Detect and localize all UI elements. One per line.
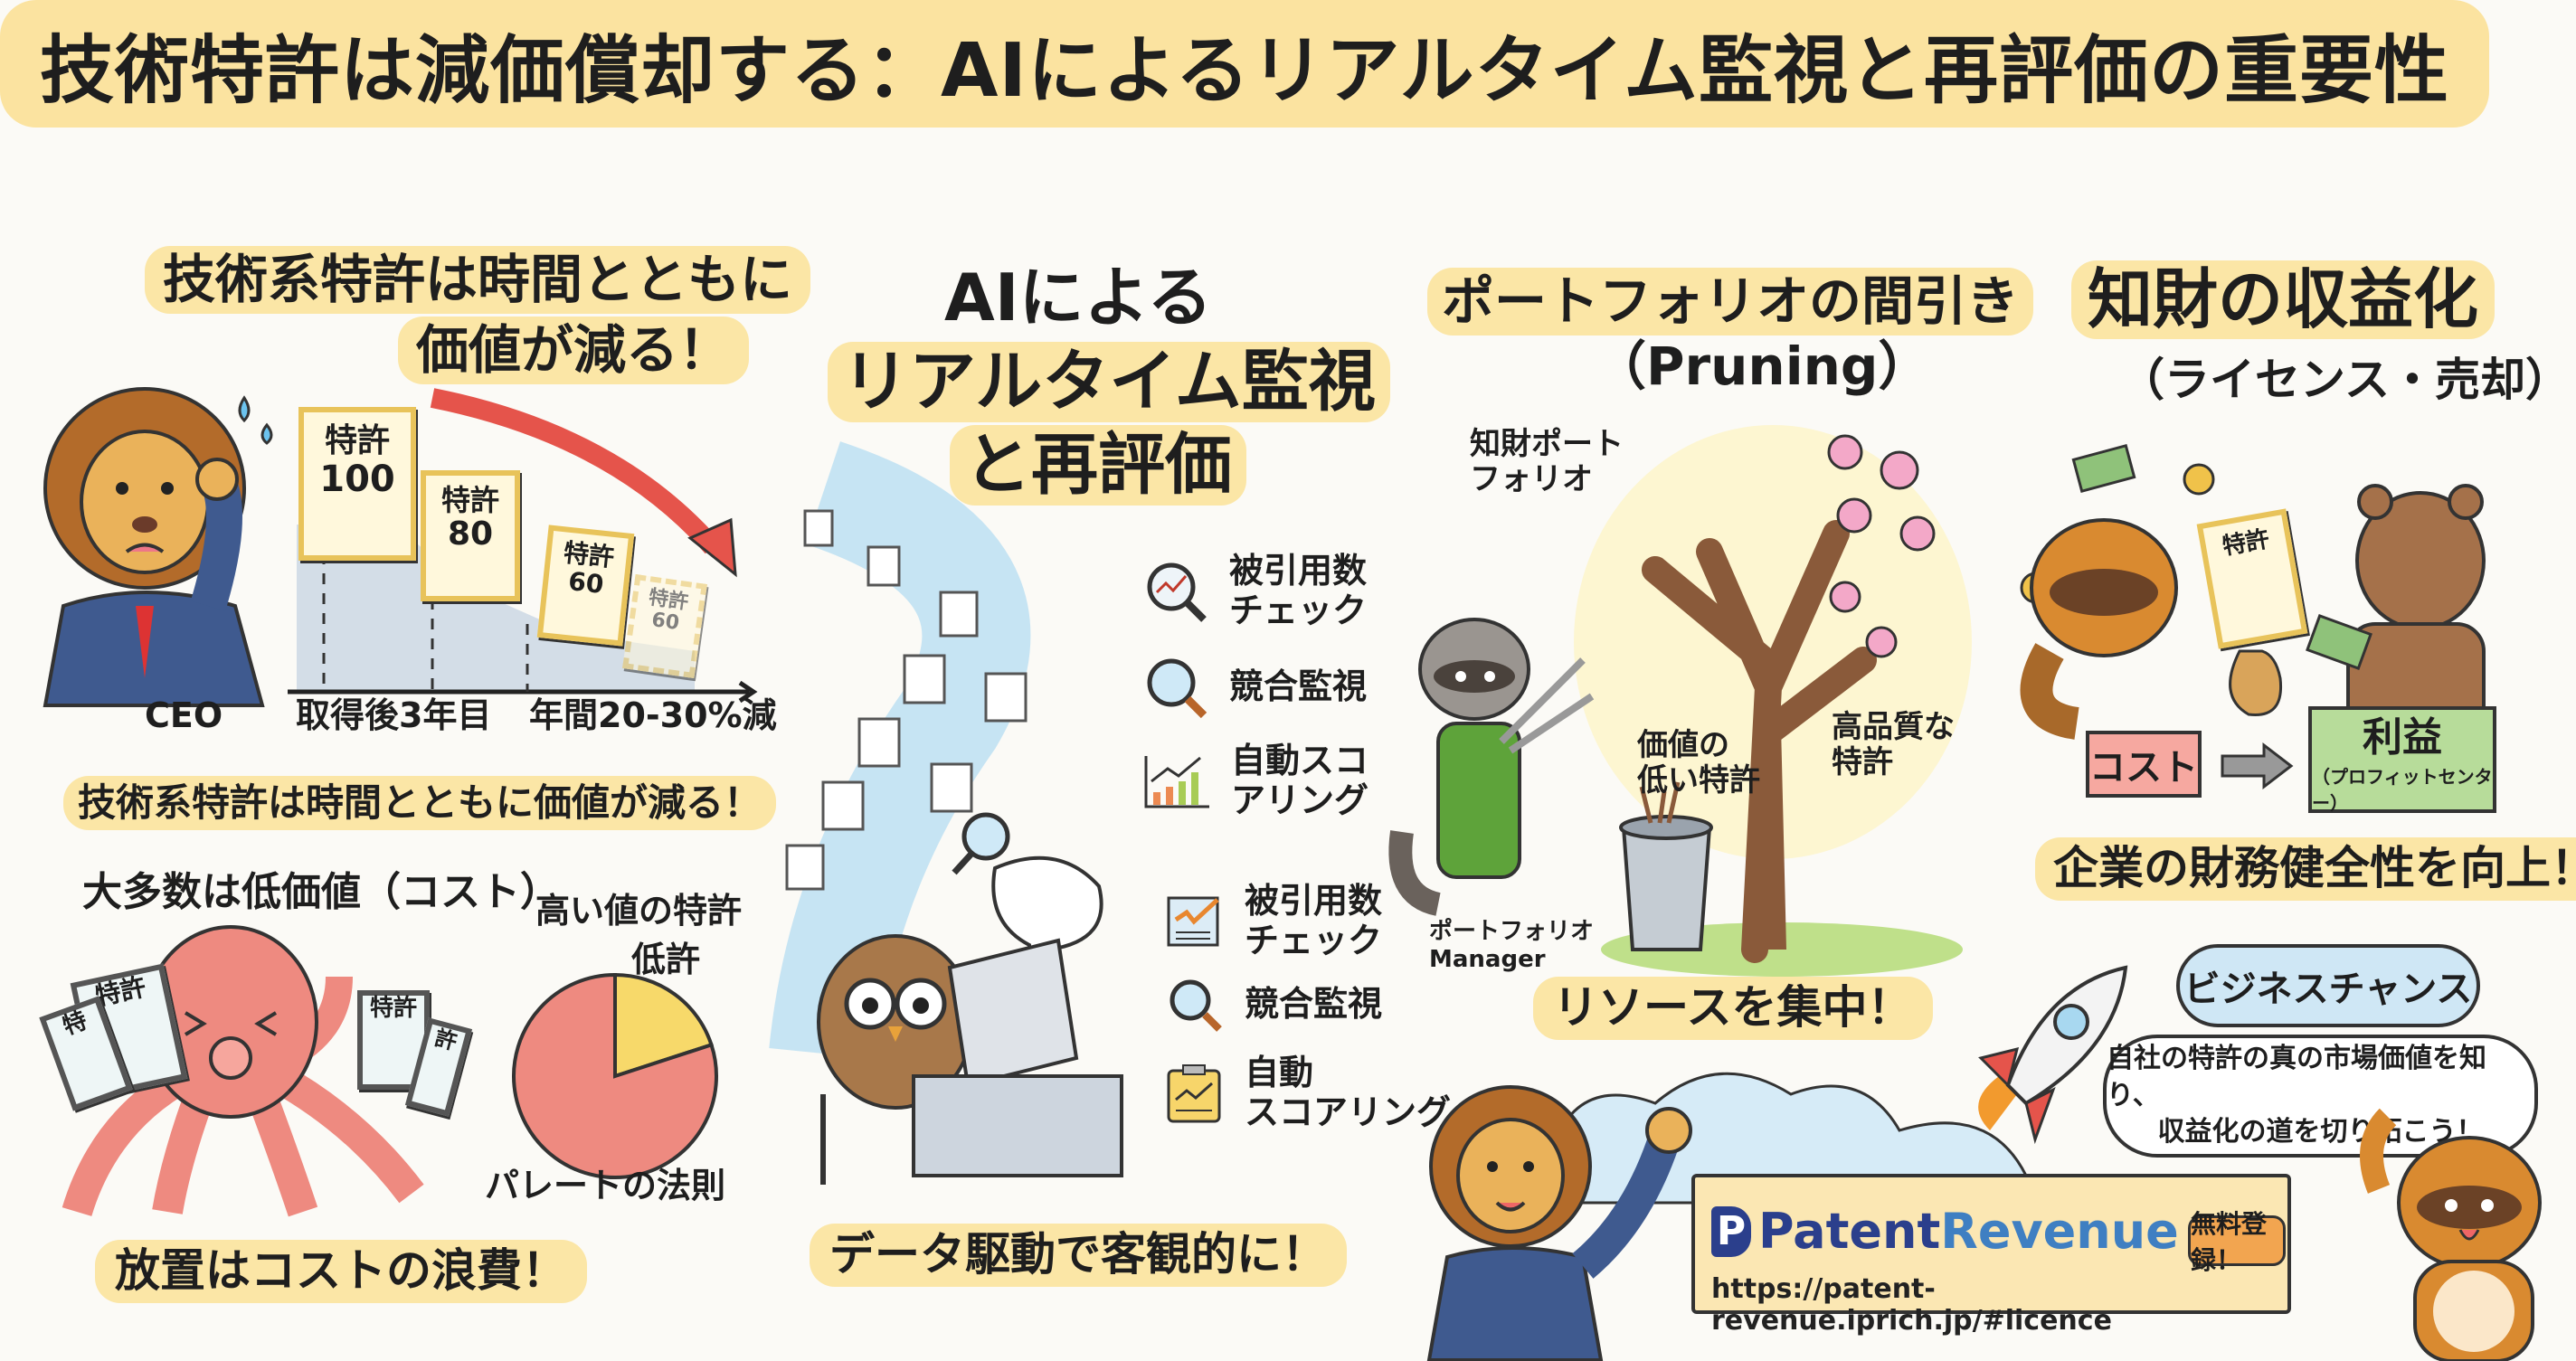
pareto-heading: 大多数は低価値（コスト） [82,870,560,916]
patentrevenue-banner[interactable]: P PatentRevenue 無料登録！ https://patent-rev… [1691,1174,2291,1314]
report-chart-icon [1167,896,1223,947]
feature-label: アリング [1231,781,1368,821]
lion-ceo-illustration [27,380,298,705]
label-high-quality-patents: 高品質な 特許 [1832,710,1955,780]
lion-waving-illustration [1402,1085,1700,1360]
feature-label: 競合監視 [1229,667,1367,707]
cost-box: コスト [2086,731,2202,798]
feature-citation-check-bottom: 被引用数チェック [1167,882,1382,960]
feature-label: 被引用数 [1229,552,1367,591]
pruning-subheading: （Pruning） [1594,336,1930,397]
magnifier-icon [1167,977,1223,1033]
clipboard-chart-icon [1167,1063,1223,1123]
patent-certificate-faded: 特許 60 [622,574,707,678]
banknote-icon [2073,446,2134,491]
feature-label: 競合監視 [1245,985,1382,1025]
profit-label: 利益 [2363,704,2442,762]
magnifier-chart-icon [1144,560,1208,623]
coin-icon [2184,465,2213,494]
ai-banner: データ駆動で客観的に！ [810,1224,1347,1287]
speech-line: 自社の特許の真の市場価値を知り、 [2107,1041,2534,1114]
profit-box: 利益 （プロフィットセンター） [2308,706,2496,813]
patent-certificate-80: 特許 80 [421,470,520,601]
ai-heading-line2: リアルタイム監視 [828,342,1390,422]
brand-name-patent: Patent [1758,1203,1940,1260]
monetization-heading: 知財の収益化 [2071,260,2495,339]
signup-url-link[interactable]: https://patent-revenue.iprich.jp/#licenc… [1711,1273,2287,1337]
raccoon-manager-illustration [1402,606,1601,922]
pareto-pie-chart [507,968,724,1185]
arrow-right-icon [2221,743,2293,789]
desk [914,1076,1122,1176]
label-ip-portfolio: 知財ポート フォリオ [1470,427,1624,497]
feature-label: チェック [1245,922,1382,961]
owl-at-computer-illustration [787,850,1158,1194]
feature-label: チェック [1229,591,1367,631]
certificate-value: 80 [426,516,515,553]
depreciation-heading-line2: 価値が減る！ [398,317,749,384]
patent-certificate-60: 特許 60 [537,525,635,646]
depreciation-banner: 技術系特許は時間とともに価値が減る！ [63,776,776,830]
certificate-label: 特許 [426,485,515,516]
axis-label-decline-rate: 年間20-30%減 [529,696,777,736]
feature-competitor-monitoring-bottom: 競合監視 [1167,977,1382,1033]
free-signup-button[interactable]: 無料登録！ [2188,1215,2286,1266]
logo-p-icon: P [1711,1206,1751,1257]
patent-certificate-100: 特許 100 [298,407,416,561]
feature-label: 被引用数 [1245,882,1382,922]
brand-name-revenue: Revenue [1940,1203,2179,1260]
certificate-label: 特許 [304,423,411,459]
bar-chart-icon [1144,754,1209,808]
certificate-value: 100 [304,459,411,499]
page-title: 技術特許は減価償却する：AIによるリアルタイム監視と再評価の重要性 [0,0,2489,128]
monetization-banner: 企業の財務健全性を向上！ [2035,837,2576,901]
tanuki-waving-illustration [2361,1117,2569,1361]
ai-heading-line1: AIによる [944,260,1212,336]
pie-label-high: 高い値の特許 [535,891,742,932]
business-chance-text: ビジネスチャンス [2184,959,2473,1012]
feature-label: 自動スコ [1231,742,1368,781]
depreciation-heading-line1: 技術系特許は時間とともに [145,246,810,314]
profit-sublabel: （プロフィットセンター） [2312,762,2493,815]
pareto-banner: 放置はコストの浪費！ [95,1240,587,1303]
label-portfolio-manager: ポートフォリオ Manager [1429,918,1594,974]
laptop [950,940,1076,1085]
business-chance-cloud: ビジネスチャンス [2176,944,2480,1027]
feature-auto-scoring-top: 自動スコアリング [1144,742,1368,820]
feature-competitor-monitoring-top: 競合監視 [1144,656,1367,719]
axis-label-acquisition: 取得後3年目 [296,696,491,736]
feature-citation-check-top: 被引用数チェック [1144,552,1367,630]
magnifier-icon [1144,656,1208,719]
money-bag-icon [2230,651,2281,715]
pie-label-high-text: 高い値の特許 [535,891,742,931]
monetization-subheading: （ライセンス・売却） [2119,354,2571,407]
ceo-label: CEO [145,696,223,736]
pruning-heading: ポートフォリオの間引き [1427,268,2033,336]
patentrevenue-logo[interactable]: P PatentRevenue [1711,1203,2179,1260]
label-low-value-patents: 価値の 低い特許 [1637,728,1760,799]
trash-can-icon [1615,814,1719,954]
pareto-caption: パレートの法則 [485,1167,725,1206]
